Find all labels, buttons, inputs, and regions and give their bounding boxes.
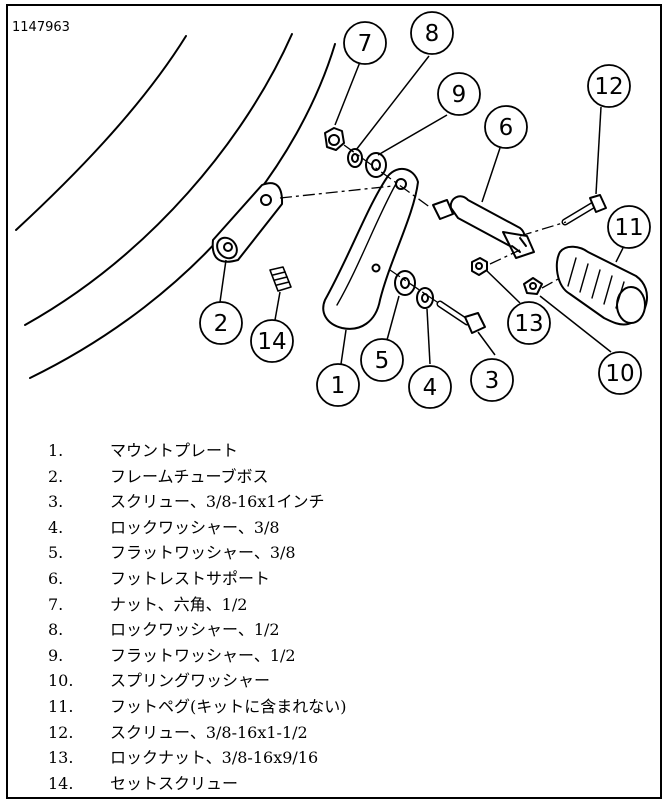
callout-13: 13 xyxy=(514,311,543,337)
footrest-support-part xyxy=(432,195,535,259)
legend-item: 10. スプリングワッシャー xyxy=(48,668,347,694)
parts-legend: 1. マウントプレート 2. フレームチューブボス 3. スクリュー、3/8-16x1… xyxy=(48,438,347,796)
legend-item: 11. フットペグ(キットに含まれない) xyxy=(48,694,347,720)
legend-number: 14. xyxy=(48,773,74,793)
legend-item: 1. マウントプレート xyxy=(48,438,347,464)
legend-number: 10. xyxy=(48,671,74,691)
legend-number: 1. xyxy=(48,441,64,460)
callout-circle-9 xyxy=(437,72,481,116)
hex-nut-part xyxy=(324,127,345,151)
callout-circle-4 xyxy=(408,365,452,409)
legend-text: フットペグ(キットに含まれない) xyxy=(110,696,347,716)
figure-id: 1147963 xyxy=(12,20,70,35)
frame-tube-outer xyxy=(15,35,187,231)
lock-washer-3-8-part xyxy=(416,287,434,309)
footpeg-part xyxy=(555,245,648,326)
callout-circle-14 xyxy=(250,319,294,363)
legend-number: 13. xyxy=(48,748,74,768)
legend-text: フラットワッシャー、1/2 xyxy=(110,645,296,665)
callout-4: 4 xyxy=(423,375,438,401)
callout-circle-8 xyxy=(410,11,454,55)
flat-washer-3-8-part xyxy=(394,270,416,296)
callout-12: 12 xyxy=(594,74,623,100)
legend-number: 5. xyxy=(48,543,64,563)
callout-2: 2 xyxy=(214,311,229,337)
callout-circle-1 xyxy=(316,363,360,407)
legend-number: 7. xyxy=(48,594,64,614)
legend-text: スプリングワッシャー xyxy=(110,671,271,691)
callout-11: 11 xyxy=(614,215,643,241)
lock-washer-half-part xyxy=(347,148,363,168)
callout-circle-5 xyxy=(360,338,404,382)
mount-plate-part xyxy=(322,167,419,330)
legend-item: 5. フラットワッシャー、3/8 xyxy=(48,540,347,566)
legend-text: スクリュー、3/8-16x1-1/2 xyxy=(110,722,308,742)
legend-item: 6. フットレストサポート xyxy=(48,566,347,592)
legend-number: 11. xyxy=(48,696,74,716)
legend-number: 4. xyxy=(48,517,64,537)
legend-item: 4. ロックワッシャー、3/8 xyxy=(48,515,347,541)
legend-text: ロックワッシャー、3/8 xyxy=(110,517,280,537)
callout-circle-13 xyxy=(507,301,551,345)
legend-text: ロックナット、3/8-16x9/16 xyxy=(110,748,319,768)
callout-circle-7 xyxy=(343,21,387,65)
legend-text: フレームチューブボス xyxy=(110,466,269,486)
spring-washer-part xyxy=(523,277,543,295)
callout-5: 5 xyxy=(375,348,390,374)
callout-circle-3 xyxy=(470,358,514,402)
legend-text: フットレストサポート xyxy=(110,568,271,588)
legend-item: 2. フレームチューブボス xyxy=(48,464,347,490)
legend-item: 8. ロックワッシャー、1/2 xyxy=(48,617,347,643)
leader-lines xyxy=(219,55,624,365)
legend-number: 8. xyxy=(48,620,64,640)
legend-item: 7. ナット、六角、1/2 xyxy=(48,592,347,618)
callout-14: 14 xyxy=(257,329,286,355)
callout-3: 3 xyxy=(485,368,500,394)
legend-number: 9. xyxy=(48,645,64,665)
legend-item: 3. スクリュー、3/8-16x1インチ xyxy=(48,489,347,515)
figure-frame xyxy=(6,4,662,799)
legend-number: 6. xyxy=(48,568,64,588)
lock-nut-part xyxy=(471,257,488,276)
callout-7: 7 xyxy=(358,31,373,57)
callout-10: 10 xyxy=(605,361,634,387)
legend-item: 13. ロックナット、3/8-16x9/16 xyxy=(48,745,347,771)
callout-6: 6 xyxy=(499,115,514,141)
screw-3-8x1-part xyxy=(436,300,486,334)
exploded-diagram: 7 8 9 6 12 11 10 13 3 4 5 1 2 14 xyxy=(15,11,651,409)
frame-tube-inner-left xyxy=(24,33,293,326)
callout-circle-10 xyxy=(598,351,642,395)
assembly-axis-lines xyxy=(279,144,567,305)
legend-text: スクリュー、3/8-16x1インチ xyxy=(110,492,325,512)
legend-text: ナット、六角、1/2 xyxy=(110,594,248,614)
callout-circles xyxy=(199,11,651,409)
callout-9: 9 xyxy=(452,82,467,108)
legend-text: フラットワッシャー、3/8 xyxy=(110,543,296,563)
legend-text: マウントプレート xyxy=(110,441,239,460)
screw-3-8x1-1-2-part xyxy=(561,194,607,226)
legend-number: 3. xyxy=(48,492,64,512)
callout-circle-11 xyxy=(607,205,651,249)
legend-item: 9. フラットワッシャー、1/2 xyxy=(48,643,347,669)
frame-tube-boss-part xyxy=(211,182,284,263)
callout-circle-12 xyxy=(587,64,631,108)
legend-text: セットスクリュー xyxy=(110,773,239,793)
callout-1: 1 xyxy=(331,373,346,399)
legend-item: 14. セットスクリュー xyxy=(48,771,347,797)
legend-number: 12. xyxy=(48,722,74,742)
legend-number: 2. xyxy=(48,466,64,486)
set-screw-part xyxy=(269,266,292,292)
callout-circle-2 xyxy=(199,301,243,345)
callout-circle-6 xyxy=(484,105,528,149)
callout-8: 8 xyxy=(425,21,440,47)
legend-item: 12. スクリュー、3/8-16x1-1/2 xyxy=(48,720,347,746)
legend-text: ロックワッシャー、1/2 xyxy=(110,620,280,640)
